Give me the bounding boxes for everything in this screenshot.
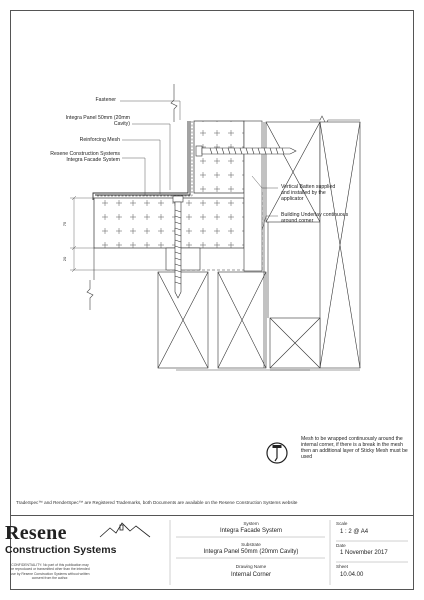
scale-label: Scale [336,521,348,526]
label-building-underlay-line2: around corner [281,218,314,224]
resene-logo-word: Resene [5,522,67,544]
lining-lines [263,122,269,368]
date-value: 1 November 2017 [340,550,388,556]
label-building-underlay-line1: Building Underlay continuous [281,212,349,218]
render-coat-lines [92,121,191,200]
leader-lines [120,100,278,231]
label-vertical-batten-line3: applicator [281,196,304,202]
label-vertical-batten-line2: and installed by the [281,190,326,196]
title-block-dividers [169,520,408,585]
resene-logo-subtitle: Construction Systems [5,544,117,556]
drawing-name-label: Drawing Name [235,564,267,569]
label-panel-line1: Integra Panel 50mm (20mm [65,115,130,121]
upper-panel [193,120,245,194]
substrate-label: Substrate [241,542,261,547]
mesh-wrap-note: Mesh to be wrapped continuously around t… [301,436,408,460]
trademark-notice: TradeSpec™ and RenderSpec™ are Registere… [16,500,298,505]
label-vertical-batten-line1: Vertical Batten supplied [281,184,336,190]
vertical-fastener [172,195,184,299]
horizontal-fastener [195,145,297,157]
sheet-label: Sheet [336,564,349,569]
label-fastener: Fastener [95,97,116,103]
framing-studs [157,121,361,369]
vertical-batten [243,120,263,272]
system-label: System [243,521,259,526]
caution-icon [266,442,288,464]
sheet-value: 10.04.00 [340,572,364,578]
label-resene-system-line2: Integra Facade System [66,157,120,163]
confidentiality-notice: CONFIDENTIALITY: No part of this publica… [10,563,90,581]
break-lines [86,84,360,371]
dimension-20: 20 [62,256,68,262]
dimension-75: 75 [62,221,68,227]
batten-left [165,247,201,271]
label-resene-system-line1: Resene Construction Systems [50,151,120,157]
label-reinforcing-mesh: Reinforcing Mesh [79,137,120,143]
drawing-name-value: Internal Corner [230,572,272,578]
system-value: Integra Facade System [219,528,283,534]
main-panel [93,197,245,249]
logo-roofline-icon [99,522,151,538]
label-panel-line2: Cavity) [113,121,130,127]
drawing-sheet-border [10,10,414,590]
scale-value: 1 : 2 @ A4 [340,529,369,535]
title-block [10,515,414,591]
dimension-lines [70,195,166,273]
reinforcing-mesh-dashed [96,121,193,197]
date-label: Date [336,543,346,548]
substrate-value: Integra Panel 50mm (20mm Cavity) [203,549,299,555]
